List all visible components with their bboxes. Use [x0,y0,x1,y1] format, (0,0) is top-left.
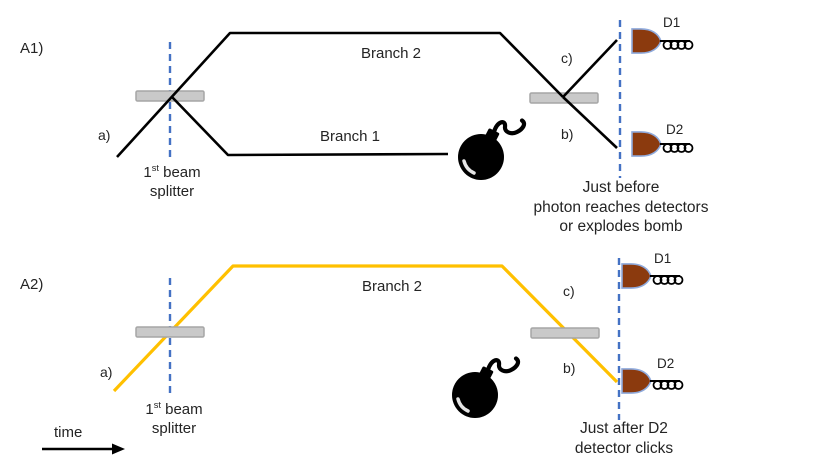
dashed-time-markers [168,20,622,420]
a2-caption-line: detector clicks [574,439,674,457]
a2-beam-splitters [135,326,600,339]
a2-caption-line: Just after D2 [580,420,668,437]
a1-branch1-label: Branch 1 [319,128,381,145]
a1-port-b-label: b) [561,126,574,142]
a2-caption: Just after D2 detector clicks [575,419,673,458]
a1-input-port-label: a) [98,127,111,143]
a1-port-c-label: c) [561,50,573,66]
a1-branch1-path [171,96,449,157]
a2-detector1-label: D1 [654,251,672,266]
beam-splitter [135,326,205,338]
a2-port-c-label: c) [563,283,575,299]
a1-beam-splitter-caption-line2: splitter [149,182,195,200]
a1-detector2-label: D2 [666,122,684,137]
a1-caption-line: or explodes bomb [559,218,683,235]
bomb-icon [458,121,524,181]
detector-icon [621,262,684,290]
a2-detector2-label: D2 [657,356,675,371]
a1-output-c-path [562,39,618,98]
detector-icon [631,27,694,55]
a1-output-b-path [562,96,618,149]
time-axis-label: time [54,424,83,441]
a1-beam-splitters [135,90,599,104]
a1-caption: Just before photon reaches detectors or … [534,178,709,237]
a1-branch2-path [116,31,564,158]
a1-beam-paths [116,31,618,158]
a2-beam-splitter-caption-line2: splitter [151,419,197,437]
detector-icon [631,130,694,158]
a1-caption-line: Just before [582,179,660,196]
a1-beam-splitter-caption-line1: 1st beam [143,163,201,181]
bomb-icon [452,359,518,419]
a1-branch2-label: Branch 2 [360,45,422,62]
beam-splitter [530,327,600,339]
a2-beam-splitter-caption-line1: 1st beam [145,400,203,418]
time-arrow-icon [42,443,125,455]
a2-branch2-label: Branch 2 [361,278,423,295]
a2-input-port-label: a) [100,364,113,380]
a1-detector1-label: D1 [663,15,681,30]
a1-caption-line: photon reaches detectors [533,198,709,216]
a2-port-b-label: b) [563,360,576,376]
a2-beam-splitter-caption: 1st beam splitter [145,400,202,439]
a1-beam-splitter-caption: 1st beam splitter [143,163,200,202]
a1-panel-label: A1) [20,40,44,57]
a2-panel-label: A2) [20,276,44,293]
